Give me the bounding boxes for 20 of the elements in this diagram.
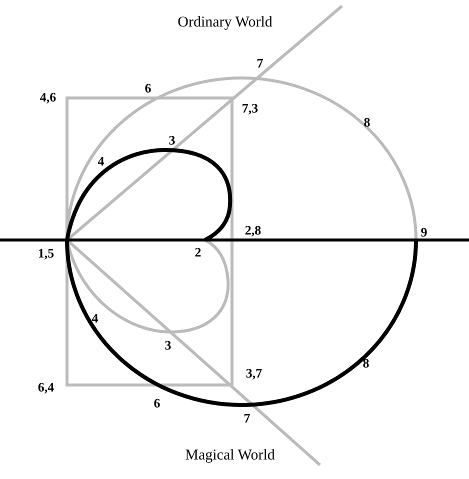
- region-label: Magical World: [185, 448, 275, 464]
- point-number: 7: [256, 56, 264, 70]
- point-number: 6: [154, 396, 160, 410]
- point-number: 2: [194, 246, 202, 258]
- point-number: 3: [164, 338, 172, 352]
- point-number: 6,4: [38, 380, 54, 394]
- point-number: 4,6: [40, 90, 56, 104]
- point-number: 8: [362, 356, 370, 370]
- point-number: 3: [168, 134, 176, 146]
- point-number: 1,5: [38, 246, 54, 260]
- point-number: 8: [364, 116, 370, 128]
- point-number: 2,8: [244, 224, 262, 236]
- point-number: 9: [420, 226, 428, 238]
- point-number: 3,7: [246, 366, 262, 380]
- point-number: 7: [244, 412, 250, 424]
- point-number: 4: [92, 312, 98, 324]
- point-number: 4: [98, 154, 104, 168]
- point-number: 7,3: [242, 102, 258, 114]
- region-label: Ordinary World: [178, 16, 272, 30]
- point-number: 6: [144, 82, 152, 94]
